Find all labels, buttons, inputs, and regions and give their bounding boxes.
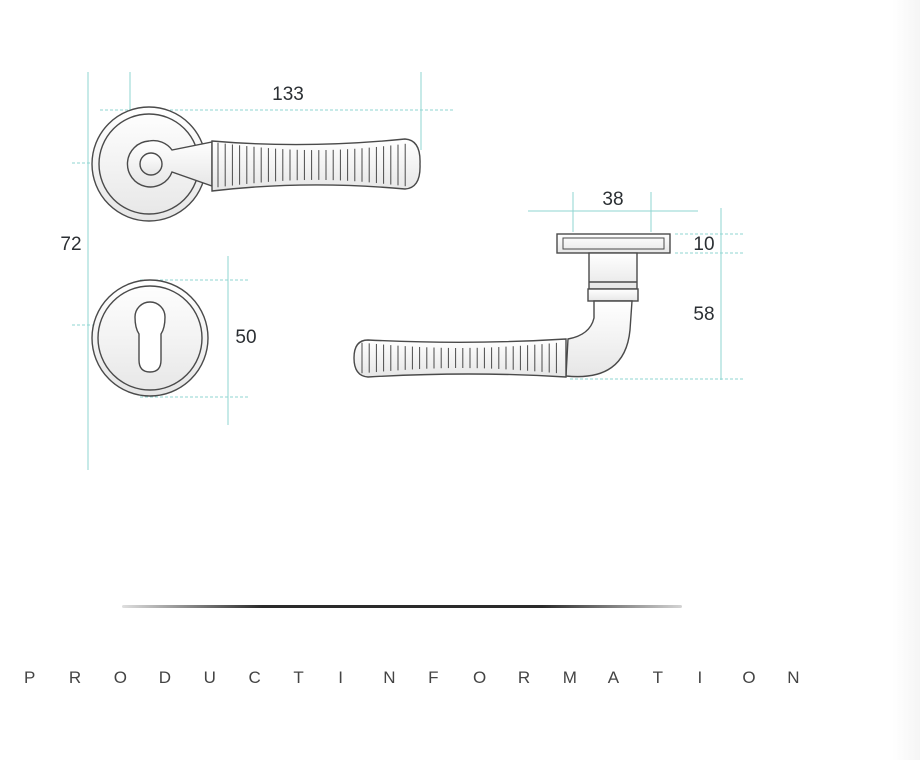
rose-width-label: 38 <box>602 189 623 210</box>
caption-letter: I <box>338 668 344 687</box>
escutcheon <box>91 279 209 397</box>
caption-letter: F <box>428 668 439 687</box>
lever-grip <box>211 138 421 192</box>
side-lever-grip <box>353 338 567 378</box>
caption-letter: N <box>383 668 396 687</box>
side-rose-plate-inner <box>562 237 665 250</box>
caption-letter: P <box>24 668 36 687</box>
caption-letter: T <box>293 668 304 687</box>
caption-letter: U <box>203 668 216 687</box>
caption-letter: D <box>158 668 171 687</box>
side-lever-elbow <box>565 300 633 378</box>
lever-handle-technical-drawing: 133 72 50 38 10 58 <box>60 72 745 470</box>
front-view-lever <box>91 106 421 222</box>
escutcheon-inner-ring <box>97 285 203 391</box>
caption-letter: C <box>248 668 261 687</box>
escutcheon-diameter-label: 50 <box>235 327 256 348</box>
caption-letter: O <box>473 668 487 687</box>
side-lever-grip-ribs <box>361 342 557 374</box>
side-view-lever <box>353 233 671 378</box>
caption-letter: A <box>607 668 620 687</box>
side-rose-plate <box>556 233 671 254</box>
rose-thickness-label: 10 <box>693 234 714 255</box>
dimension-lines <box>72 72 745 470</box>
caption-letter: T <box>652 668 663 687</box>
keyhole <box>134 301 166 373</box>
overall-height-label: 72 <box>60 234 81 255</box>
spindle-boss <box>139 152 163 176</box>
side-collar-band <box>587 288 639 302</box>
caption-letter: N <box>787 668 800 687</box>
caption-letter: O <box>742 668 756 687</box>
caption-letter: I <box>697 668 703 687</box>
projection-label: 58 <box>693 304 714 325</box>
page-edge-shadow <box>892 0 920 760</box>
caption-letter: R <box>517 668 531 687</box>
caption-letter: R <box>68 668 82 687</box>
side-rose-collar <box>588 252 638 290</box>
section-divider <box>122 605 682 608</box>
lever-grip-ribs <box>217 142 406 188</box>
caption-letter: M <box>562 668 577 687</box>
caption-letter: O <box>113 668 128 687</box>
lever-length-label: 133 <box>272 84 304 105</box>
